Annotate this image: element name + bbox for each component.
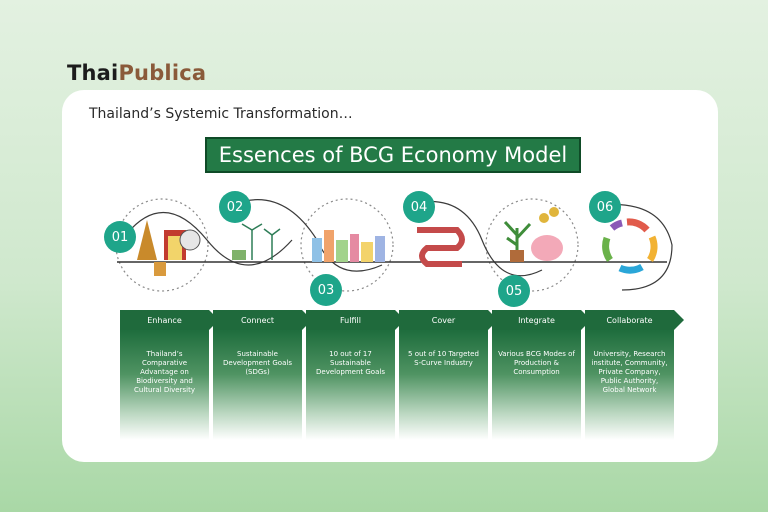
step-badge-1: 01 <box>104 221 136 253</box>
step-text-4: 5 out of 10 Targeted S-Curve Industry <box>399 330 488 440</box>
step-text-1: Thailand’s Comparative Advantage on Biod… <box>120 330 209 440</box>
step-text-2: Sustainable Development Goals (SDGs) <box>213 330 302 440</box>
step-badge-5: 05 <box>498 275 530 307</box>
flow-line-2 <box>231 199 383 272</box>
circle-3 <box>300 198 394 292</box>
slide-card: Thailand’s Systemic Transformation… Esse… <box>62 90 718 462</box>
step-text-5: Various BCG Modes of Production & Consum… <box>492 330 581 440</box>
step-column-4: Cover 5 out of 10 Targeted S-Curve Indus… <box>399 310 498 440</box>
wind-turbine-icon <box>241 223 281 260</box>
plant-piggy-bank-icon <box>503 207 563 262</box>
step-label-enhance: Enhance <box>120 310 219 330</box>
step-badge-4: 04 <box>403 191 435 223</box>
s-curve-arrow-icon <box>417 227 465 267</box>
step-text-6: University, Research institute, Communit… <box>585 330 674 440</box>
step-column-6: Collaborate University, Research institu… <box>585 310 684 440</box>
brand-part-publica: Publica <box>118 61 207 85</box>
circle-1 <box>115 198 209 292</box>
temple-elephant-icon <box>137 220 201 276</box>
house-icon <box>232 250 246 260</box>
brand-part-thai: Thai <box>67 61 119 85</box>
step-label-cover: Cover <box>399 310 498 330</box>
step-badge-3: 03 <box>310 274 342 306</box>
step-label-fulfill: Fulfill <box>306 310 405 330</box>
collaboration-wheel-icon <box>602 218 658 274</box>
flow-line-4 <box>601 203 673 291</box>
circle-5 <box>485 198 579 292</box>
step-column-5: Integrate Various BCG Modes of Productio… <box>492 310 591 440</box>
step-column-1: Enhance Thailand’s Comparative Advantage… <box>120 310 219 440</box>
slide-subtitle: Thailand’s Systemic Transformation… <box>89 106 353 122</box>
slide-title-banner: Essences of BCG Economy Model <box>205 137 581 173</box>
step-label-integrate: Integrate <box>492 310 591 330</box>
step-badge-2: 02 <box>219 191 251 223</box>
step-label-connect: Connect <box>213 310 312 330</box>
step-badge-6: 06 <box>589 191 621 223</box>
step-label-collaborate: Collaborate <box>585 310 684 330</box>
step-column-3: Fulfill 10 out of 17 Sustainable Develop… <box>306 310 405 440</box>
brand-logo: ThaiPublica <box>67 61 206 85</box>
step-column-2: Connect Sustainable Development Goals (S… <box>213 310 312 440</box>
city-icon <box>312 230 385 262</box>
step-text-3: 10 out of 17 Sustainable Development Goa… <box>306 330 395 440</box>
